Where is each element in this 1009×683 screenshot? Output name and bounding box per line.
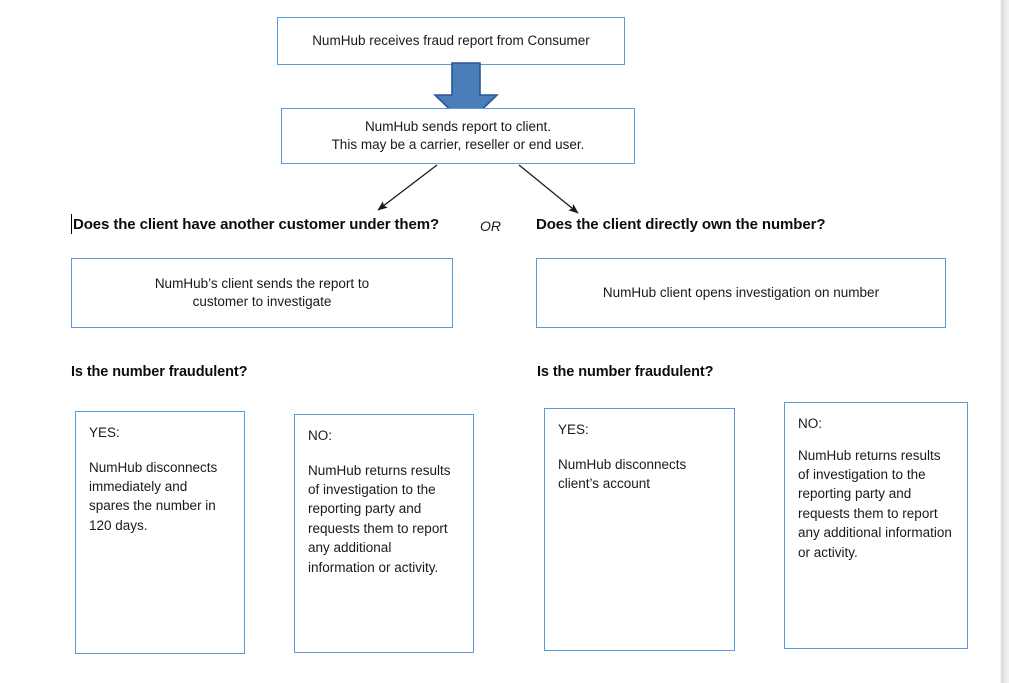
question-right-branch: Does the client directly own the number?: [536, 216, 826, 233]
outcome-label-left-yes: YES:: [89, 425, 120, 440]
outcome-label-right-no: NO:: [798, 416, 823, 431]
decision-heading-left: Is the number fraudulent?: [71, 364, 248, 380]
process-box-intake-text: NumHub receives fraud report from Consum…: [312, 32, 590, 48]
process-box-dispatch-text: NumHub sends report to client. This may …: [331, 118, 585, 152]
page-right-edge: [1000, 0, 1009, 683]
outcome-box-left-no[interactable]: NO: NumHub returns results of investigat…: [294, 414, 474, 653]
text-caret: [71, 214, 72, 234]
connector-arrow-left: [377, 164, 438, 211]
outcome-box-left-yes[interactable]: YES: NumHub disconnects immediately and …: [75, 411, 245, 654]
process-box-intake[interactable]: NumHub receives fraud report from Consum…: [277, 17, 625, 65]
outcome-body-left-yes: NumHub disconnects immediately and spare…: [89, 459, 218, 533]
question-left-branch: Does the client have another customer un…: [73, 216, 440, 233]
outcome-box-right-yes[interactable]: YES: NumHub disconnects client’s account: [544, 408, 735, 651]
decision-heading-right: Is the number fraudulent?: [537, 364, 714, 380]
outcome-box-right-no[interactable]: NO: NumHub returns results of investigat…: [784, 402, 968, 649]
outcome-label-right-yes: YES:: [558, 422, 589, 437]
outcome-body-right-yes: NumHub disconnects client’s account: [558, 456, 687, 491]
outcome-label-left-no: NO:: [308, 428, 333, 443]
action-box-left[interactable]: NumHub’s client sends the report to cust…: [71, 258, 453, 328]
or-connector-label: OR: [480, 218, 501, 234]
connector-arrow-right: [518, 164, 579, 214]
outcome-body-right-no: NumHub returns results of investigation …: [798, 447, 952, 560]
action-box-right[interactable]: NumHub client opens investigation on num…: [536, 258, 946, 328]
outcome-body-left-no: NumHub returns results of investigation …: [308, 462, 451, 575]
action-box-left-text: NumHub’s client sends the report to cust…: [154, 275, 370, 309]
process-box-dispatch[interactable]: NumHub sends report to client. This may …: [281, 108, 635, 164]
action-box-right-text: NumHub client opens investigation on num…: [602, 284, 880, 300]
